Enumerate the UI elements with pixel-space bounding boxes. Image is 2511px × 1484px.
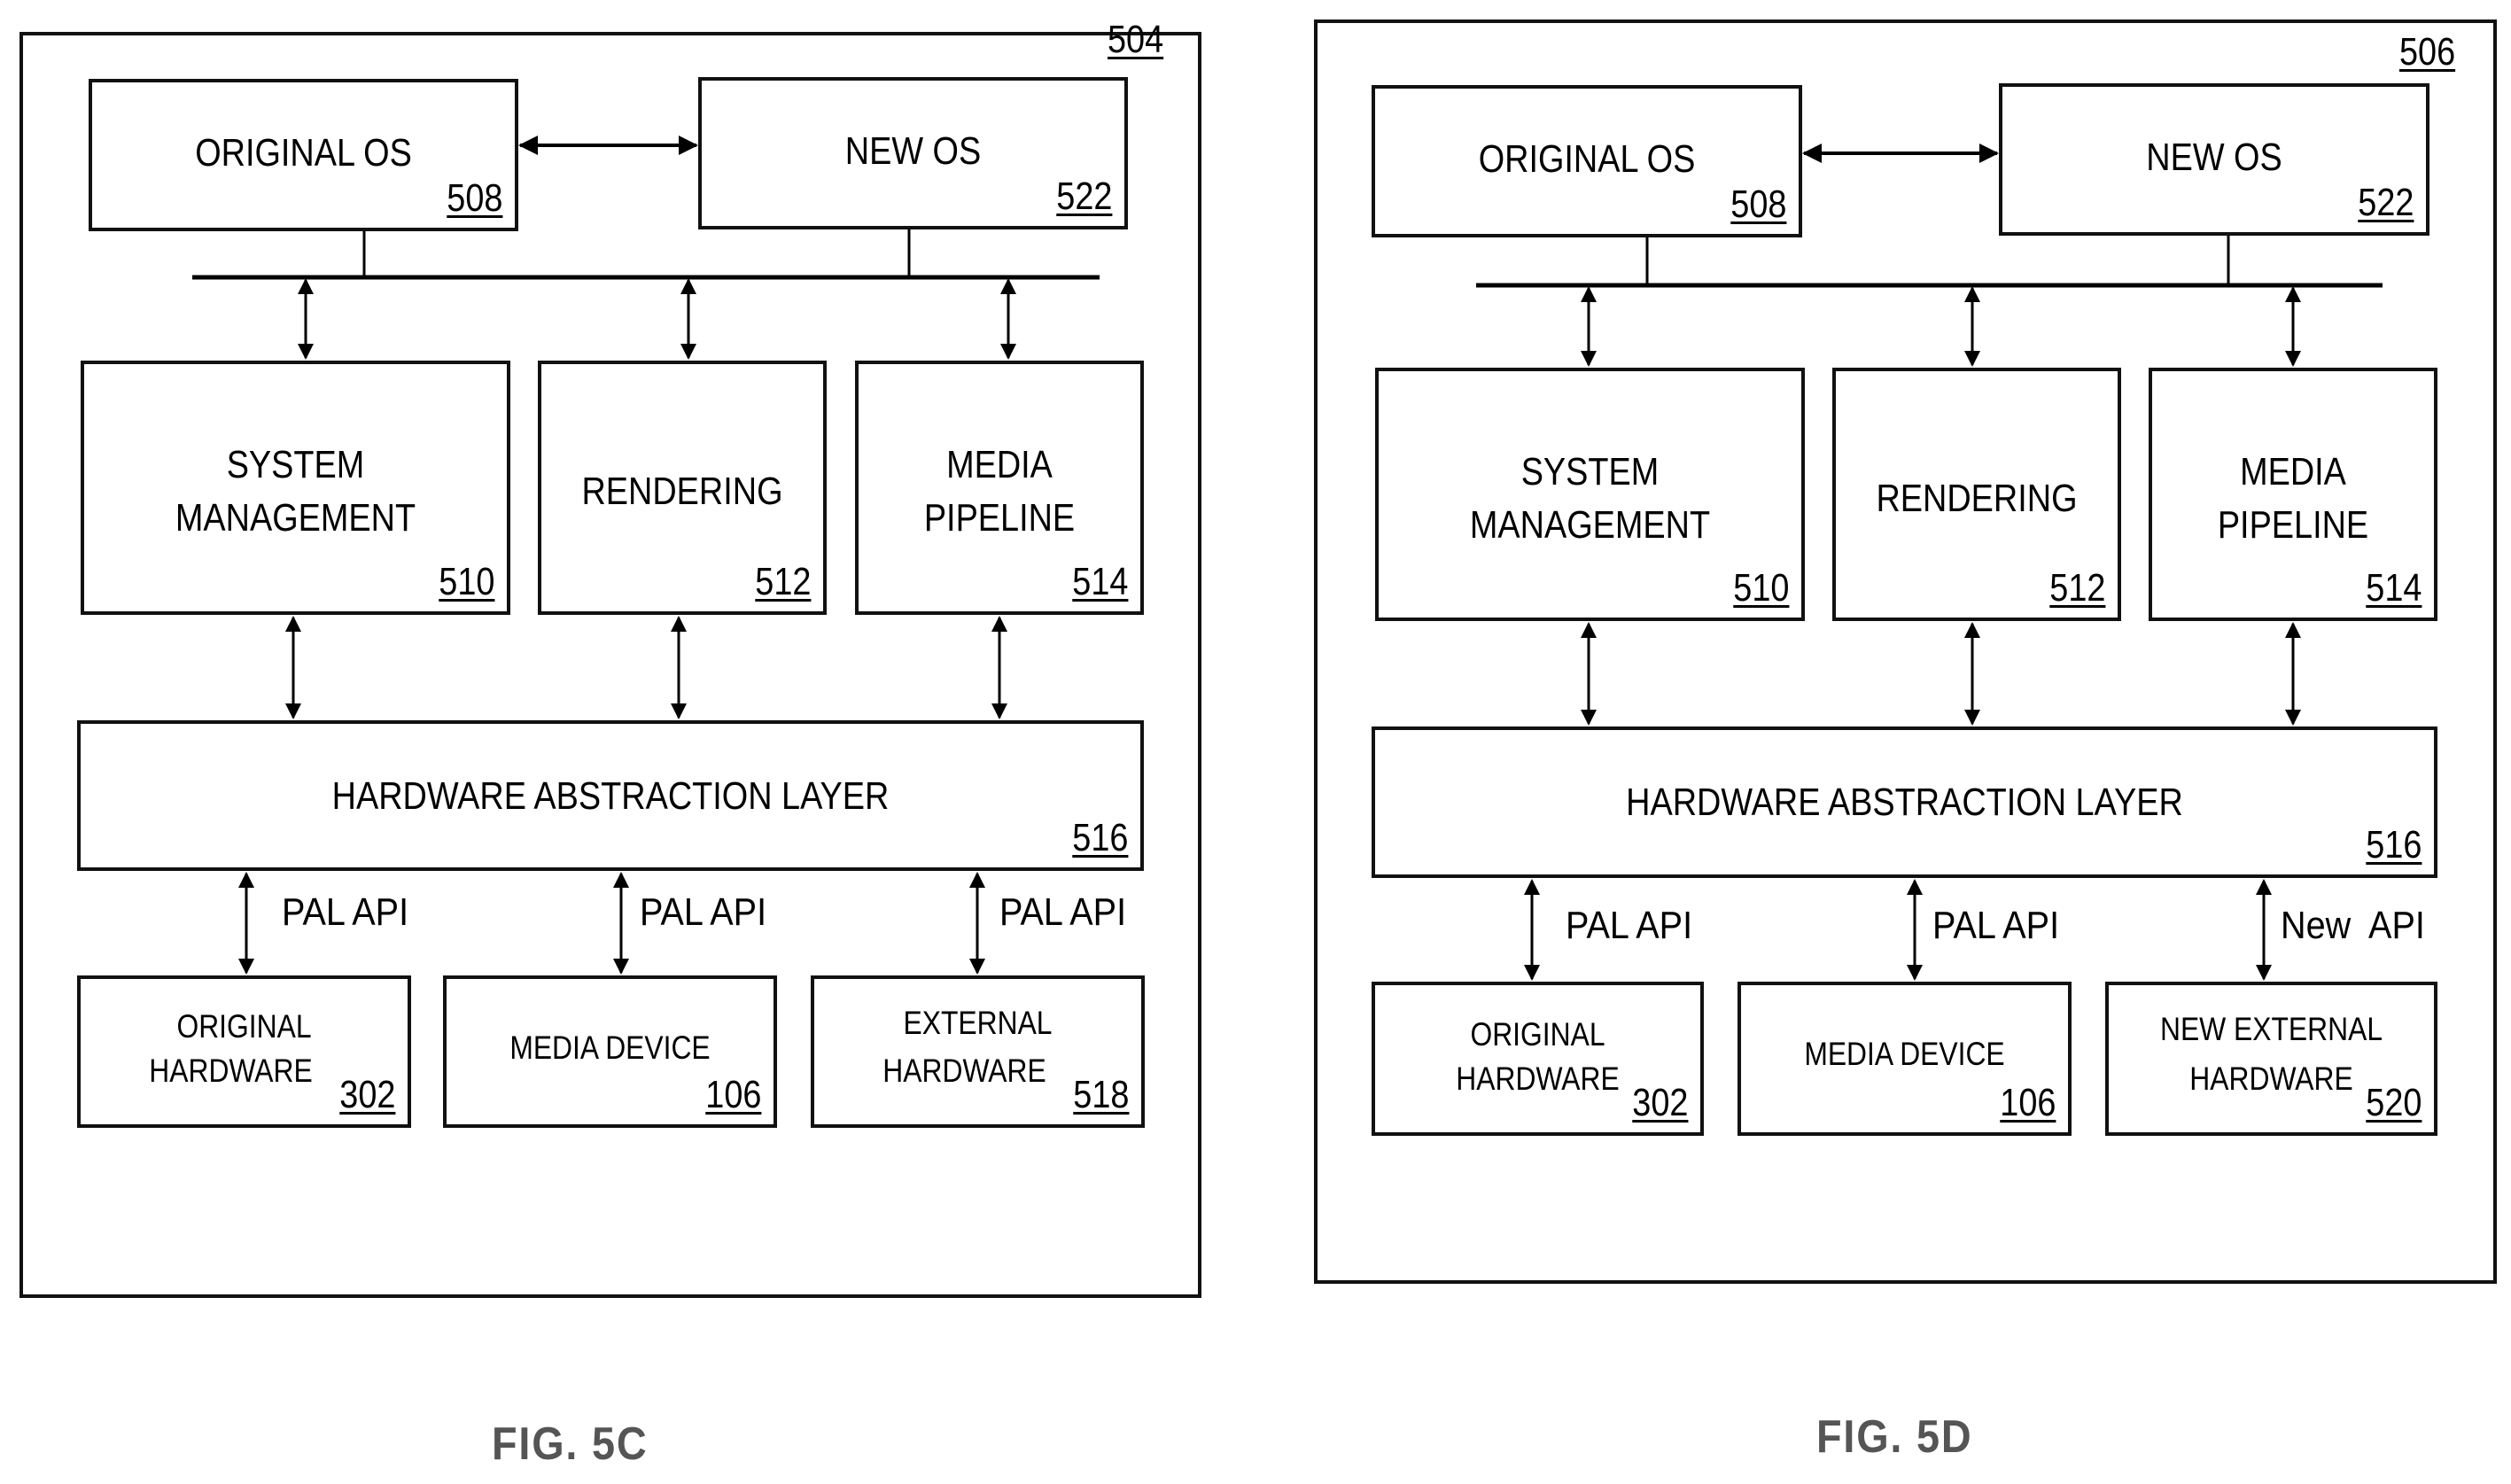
system-management-label-line2: MANAGEMENT (1469, 503, 1711, 547)
new-os-ref: 522 (2357, 181, 2414, 224)
media-pipeline-ref: 514 (2365, 566, 2422, 610)
rendering-label: RENDERING (581, 470, 783, 513)
hal-ref: 516 (1071, 816, 1128, 859)
original-hardware-label-line1: ORIGINAL (176, 1008, 312, 1045)
hal-label: HARDWARE ABSTRACTION LAYER (331, 774, 890, 818)
system-management-label-line1: SYSTEM (1520, 450, 1660, 493)
fig-5d-new-os-box: NEW OS 522 (1999, 83, 2429, 236)
media-pipeline-label-line1: MEDIA (2240, 450, 2346, 493)
fig-5c-caption: FIG. 5C (492, 1418, 649, 1470)
fig-5d-system-management-box: SYSTEM MANAGEMENT 510 (1375, 368, 1805, 621)
media-pipeline-ref: 514 (1071, 560, 1128, 603)
fig-5c-original-os-box: ORIGINAL OS 508 (89, 79, 518, 231)
new-os-label: NEW OS (2146, 136, 2282, 179)
original-os-ref: 508 (446, 176, 502, 220)
original-hardware-label-line1: ORIGINAL (1470, 1016, 1605, 1053)
media-device-ref: 106 (1999, 1081, 2056, 1124)
fig-5d-container (1314, 19, 2497, 1284)
system-management-label-line2: MANAGEMENT (175, 496, 416, 540)
fig-5c-rendering-box: RENDERING 512 (538, 361, 827, 615)
fig-5d-container-ref: 506 (2399, 30, 2456, 74)
hal-label: HARDWARE ABSTRACTION LAYER (1626, 781, 2183, 824)
original-hardware-label-line2: HARDWARE (149, 1053, 313, 1089)
system-management-ref: 510 (1732, 566, 1789, 610)
hal-ref: 516 (2365, 823, 2422, 866)
fig-5c-api-label-1: PAL API (282, 890, 409, 934)
fig-5c-container (19, 32, 1201, 1298)
fig-5c-original-hardware-box: ORIGINAL HARDWARE 302 (77, 975, 411, 1128)
new-external-hardware-label-line2: HARDWARE (2189, 1061, 2353, 1097)
fig-5d-hal-box: HARDWARE ABSTRACTION LAYER 516 (1372, 726, 2437, 878)
original-os-label: ORIGINAL OS (195, 131, 412, 175)
media-pipeline-label-line1: MEDIA (946, 443, 1053, 486)
rendering-ref: 512 (754, 560, 811, 603)
fig-5c-hal-box: HARDWARE ABSTRACTION LAYER 516 (77, 720, 1144, 871)
new-os-label: NEW OS (844, 129, 982, 173)
new-os-ref: 522 (1055, 175, 1112, 218)
original-hardware-label-line2: HARDWARE (1456, 1061, 1620, 1097)
media-device-label: MEDIA DEVICE (509, 1029, 711, 1066)
external-hardware-label-line1: EXTERNAL (903, 1005, 1053, 1041)
fig-5d-media-device-box: MEDIA DEVICE 106 (1737, 982, 2072, 1136)
original-hardware-ref: 302 (338, 1073, 395, 1116)
fig-5c-api-label-2: PAL API (640, 890, 767, 934)
media-device-ref: 106 (704, 1073, 761, 1116)
fig-5c-media-pipeline-box: MEDIA PIPELINE 514 (855, 361, 1144, 615)
external-hardware-label-line2: HARDWARE (882, 1053, 1046, 1089)
original-os-label: ORIGINAL OS (1478, 137, 1696, 181)
fig-5c-system-management-box: SYSTEM MANAGEMENT 510 (81, 361, 510, 615)
system-management-label-line1: SYSTEM (226, 443, 365, 486)
fig-5d-media-pipeline-box: MEDIA PIPELINE 514 (2149, 368, 2437, 621)
new-external-hardware-ref: 520 (2365, 1081, 2422, 1124)
fig-5d-caption: FIG. 5D (1816, 1411, 1973, 1463)
rendering-label: RENDERING (1876, 477, 2078, 520)
new-external-hardware-label-line1: NEW EXTERNAL (2159, 1011, 2383, 1047)
fig-5c-api-label-3: PAL API (999, 890, 1127, 934)
original-hardware-ref: 302 (1631, 1081, 1688, 1124)
fig-5c-container-ref: 504 (1108, 18, 1164, 61)
fig-5d-original-os-box: ORIGINAL OS 508 (1372, 85, 1802, 237)
fig-5d-api-label-1: PAL API (1566, 904, 1693, 947)
fig-5d-api-label-2: PAL API (1932, 904, 2060, 947)
system-management-ref: 510 (438, 560, 494, 603)
fig-5d-new-external-hardware-box: NEW EXTERNAL HARDWARE 520 (2105, 982, 2437, 1136)
original-os-ref: 508 (1730, 183, 1786, 226)
fig-5c-external-hardware-box: EXTERNAL HARDWARE 518 (811, 975, 1145, 1128)
fig-5d-api-label-3: New API (2281, 904, 2425, 947)
external-hardware-ref: 518 (1072, 1073, 1129, 1116)
fig-5d-rendering-box: RENDERING 512 (1832, 368, 2121, 621)
fig-5c-media-device-box: MEDIA DEVICE 106 (443, 975, 777, 1128)
fig-5c-new-os-box: NEW OS 522 (698, 77, 1128, 229)
media-pipeline-label-line2: PIPELINE (2217, 503, 2369, 547)
media-pipeline-label-line2: PIPELINE (923, 496, 1076, 540)
fig-5d-original-hardware-box: ORIGINAL HARDWARE 302 (1372, 982, 1704, 1136)
rendering-ref: 512 (2048, 566, 2105, 610)
media-device-label: MEDIA DEVICE (1804, 1036, 2005, 1072)
